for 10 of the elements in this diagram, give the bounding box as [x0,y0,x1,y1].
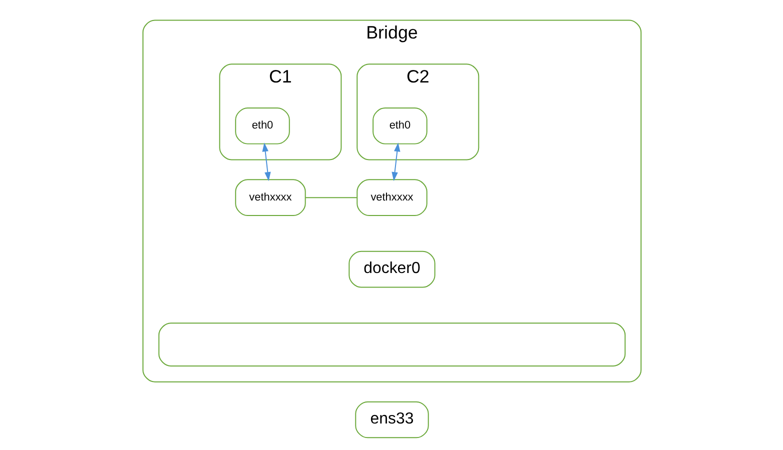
node-box: docker0 [348,250,435,288]
arrow [391,142,400,182]
node-box: eth0 [372,107,427,144]
connector [304,197,357,198]
node-box: eth0 [234,107,290,144]
node-box [158,322,626,366]
node-box: vethxxxx [356,179,427,216]
node-box: vethxxxx [234,179,306,216]
node-box: ens33 [354,401,428,438]
arrow [262,142,270,182]
